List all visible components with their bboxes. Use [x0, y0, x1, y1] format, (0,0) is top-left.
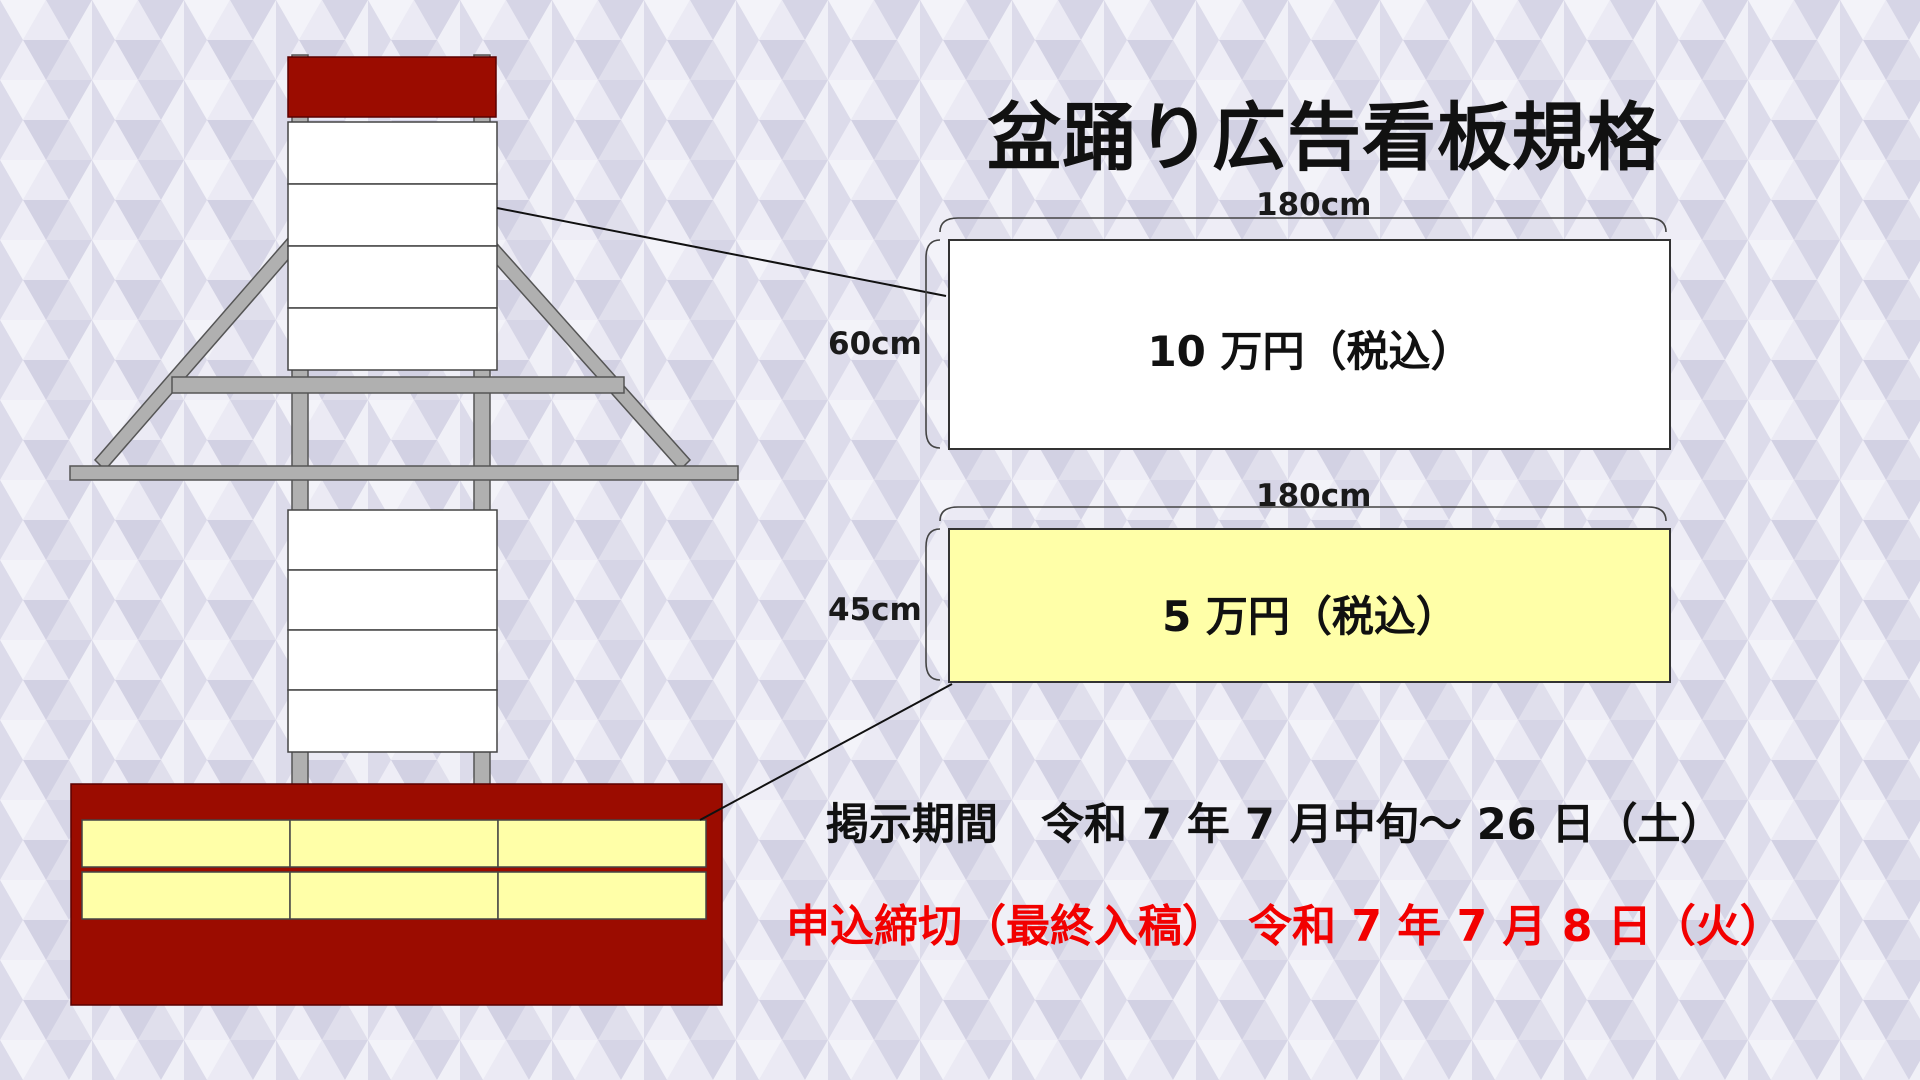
- display-period-text: 掲示期間 令和 7 年 7 月中旬～ 26 日（土）: [826, 800, 1724, 850]
- width-bracket-2: [939, 506, 1667, 522]
- connector-line-lower: [699, 683, 953, 821]
- sign-1-price: 10 万円（税込）: [1147, 327, 1473, 376]
- sign-2-price: 5 万円（税込）: [1162, 592, 1458, 641]
- width-bracket-1: [939, 217, 1667, 233]
- base-yellow-boards: [81, 819, 707, 920]
- sign-1-width-label: 180cm: [1256, 187, 1372, 223]
- top-red-board: [287, 56, 497, 118]
- lower-white-boards: [287, 509, 498, 753]
- sign-60cm-board: [948, 239, 1671, 450]
- application-deadline-text: 申込締切（最終入稿） 令和 7 年 7 月 8 日（火）: [786, 901, 1784, 952]
- sign-45cm-board: [948, 528, 1671, 683]
- height-bracket-2: [925, 528, 941, 681]
- sign-1-height-label: 60cm: [828, 326, 922, 362]
- page-title: 盆踊り広告看板規格: [987, 95, 1662, 181]
- sign-2-width-label: 180cm: [1256, 478, 1372, 514]
- sign-2-height-label: 45cm: [828, 592, 922, 628]
- height-bracket-1: [925, 239, 941, 449]
- upper-white-boards: [287, 121, 498, 371]
- connector-line-upper: [496, 207, 947, 297]
